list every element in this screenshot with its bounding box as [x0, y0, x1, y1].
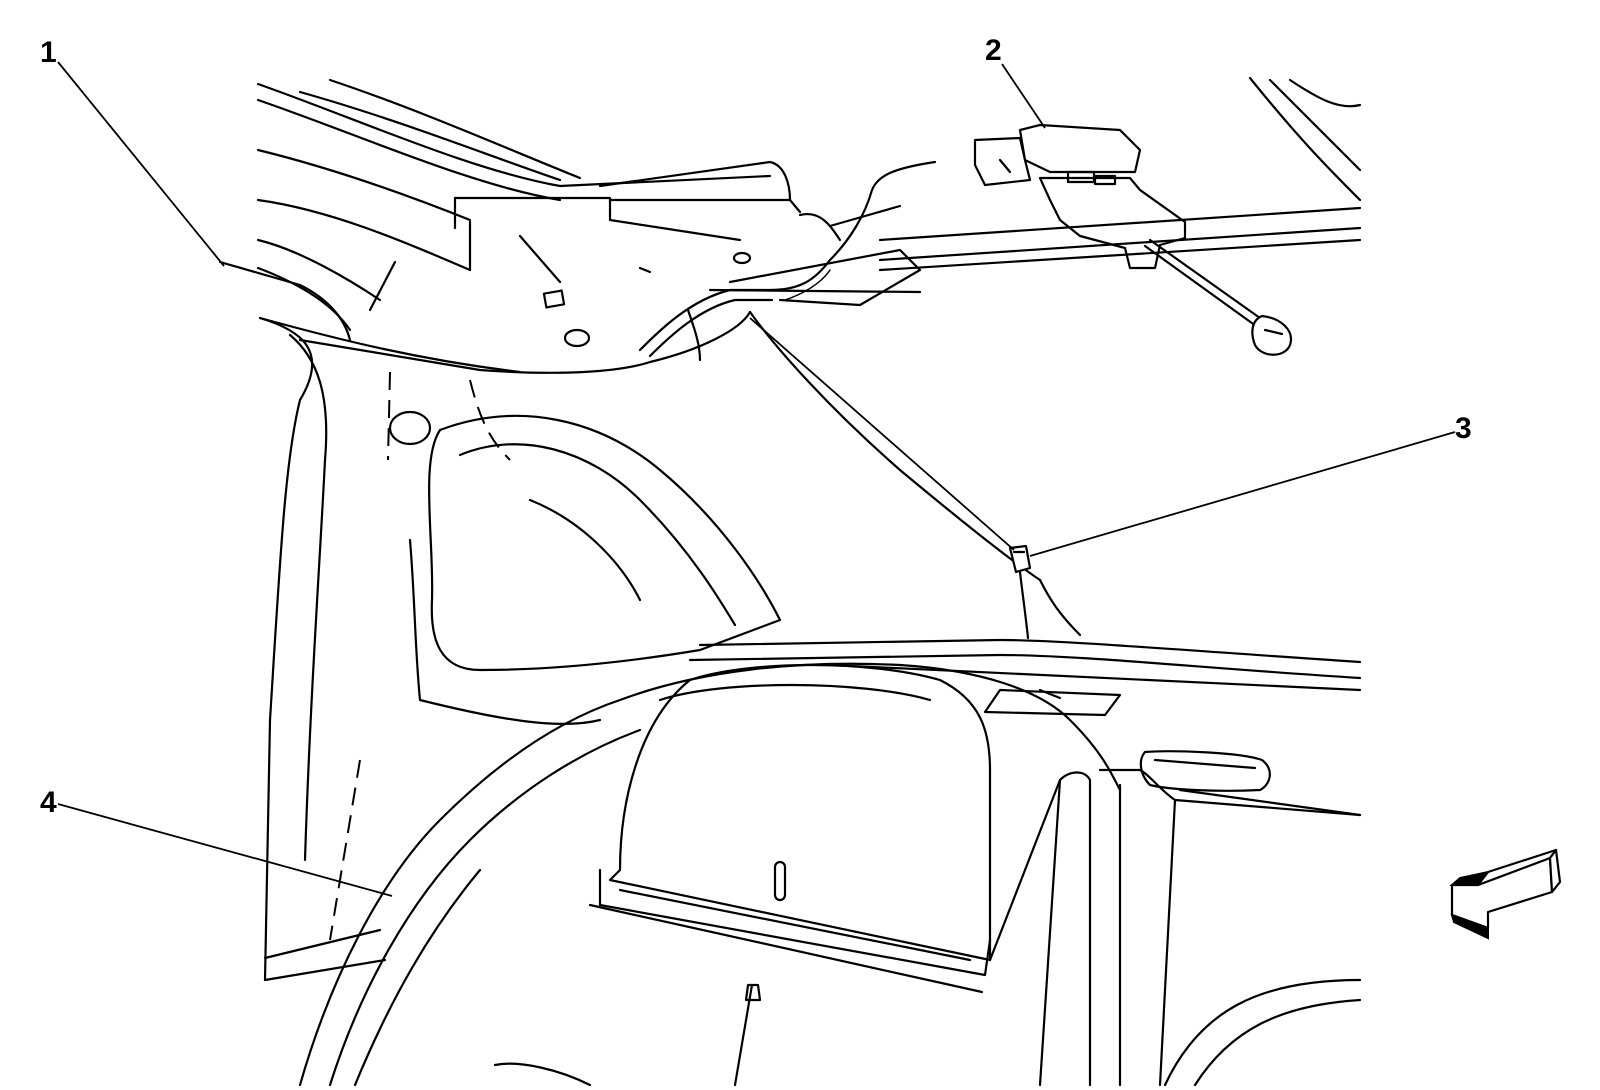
leader-lines: [57, 61, 1456, 897]
wiring-harness: [638, 160, 937, 362]
upper-quarter-panel: [453, 160, 802, 348]
callout-labels: 1 2 3 4: [40, 34, 1472, 819]
rear-seat-back: [298, 662, 1362, 1087]
leader-line-2: [1001, 63, 1046, 129]
quarter-window-opening: [408, 414, 782, 726]
callout-1: 1: [40, 36, 57, 69]
callout-3: 3: [1455, 412, 1472, 445]
quarter-trim-panel: [258, 310, 1082, 982]
leader-line-3: [1029, 431, 1456, 557]
rear-package-shelf: [688, 638, 1362, 817]
callout-2: 2: [985, 34, 1002, 67]
module-bracket-assembly: [973, 123, 1293, 356]
leader-line-1: [57, 61, 225, 267]
harness-clip: [1008, 544, 1032, 640]
leader-line-3b: [749, 317, 1015, 551]
lower-left-trim: [263, 759, 387, 982]
leader-line-4: [57, 803, 393, 897]
roof-rail: [878, 76, 1362, 272]
callout-4: 4: [40, 786, 57, 819]
front-direction-arrow-icon: [1449, 848, 1562, 940]
roof-headliner: [218, 78, 772, 342]
